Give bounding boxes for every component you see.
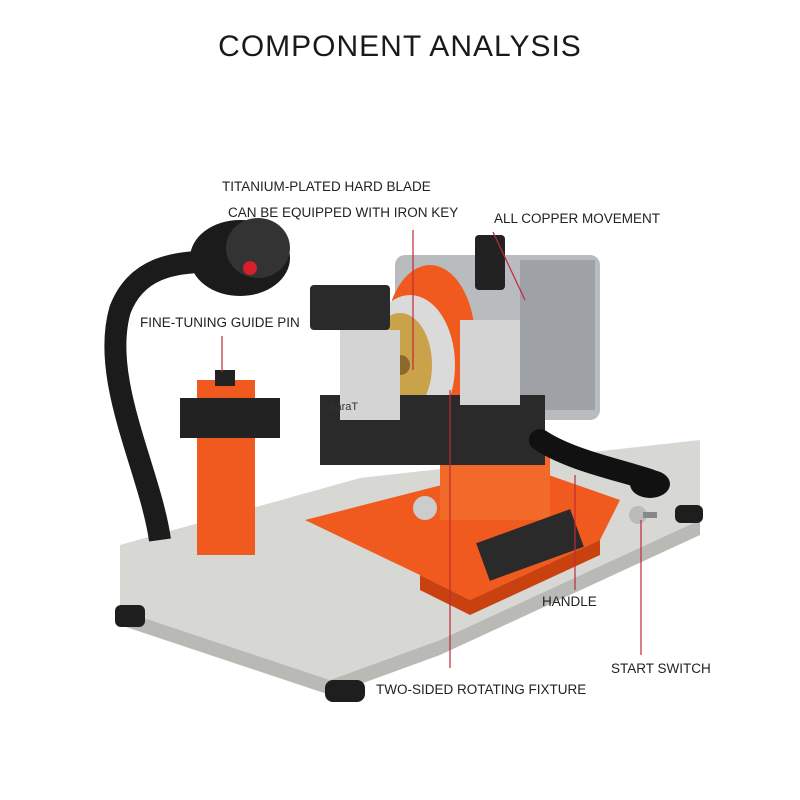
blade-callout-line1: TITANIUM-PLATED HARD BLADE	[222, 179, 431, 194]
guide-pin-column	[180, 370, 280, 555]
page-title: COMPONENT ANALYSIS	[218, 30, 582, 63]
handle	[413, 429, 670, 520]
fixture-callout: TWO-SIDED ROTATING FIXTURE	[376, 682, 587, 697]
rotating-fixture: caraT	[310, 235, 545, 465]
machine-brand-label: caraT	[330, 401, 358, 413]
guide-pin-callout: FINE-TUNING GUIDE PIN	[140, 315, 300, 330]
movement-callout: ALL COPPER MOVEMENT	[494, 211, 661, 226]
lamp-hose	[104, 218, 290, 542]
blade-callout-line2: CAN BE EQUIPPED WITH IRON KEY	[228, 205, 459, 220]
start-switch-callout: START SWITCH	[611, 661, 711, 676]
handle-callout: HANDLE	[542, 594, 597, 609]
callout-lines	[221, 230, 642, 668]
start-switch	[629, 506, 657, 524]
